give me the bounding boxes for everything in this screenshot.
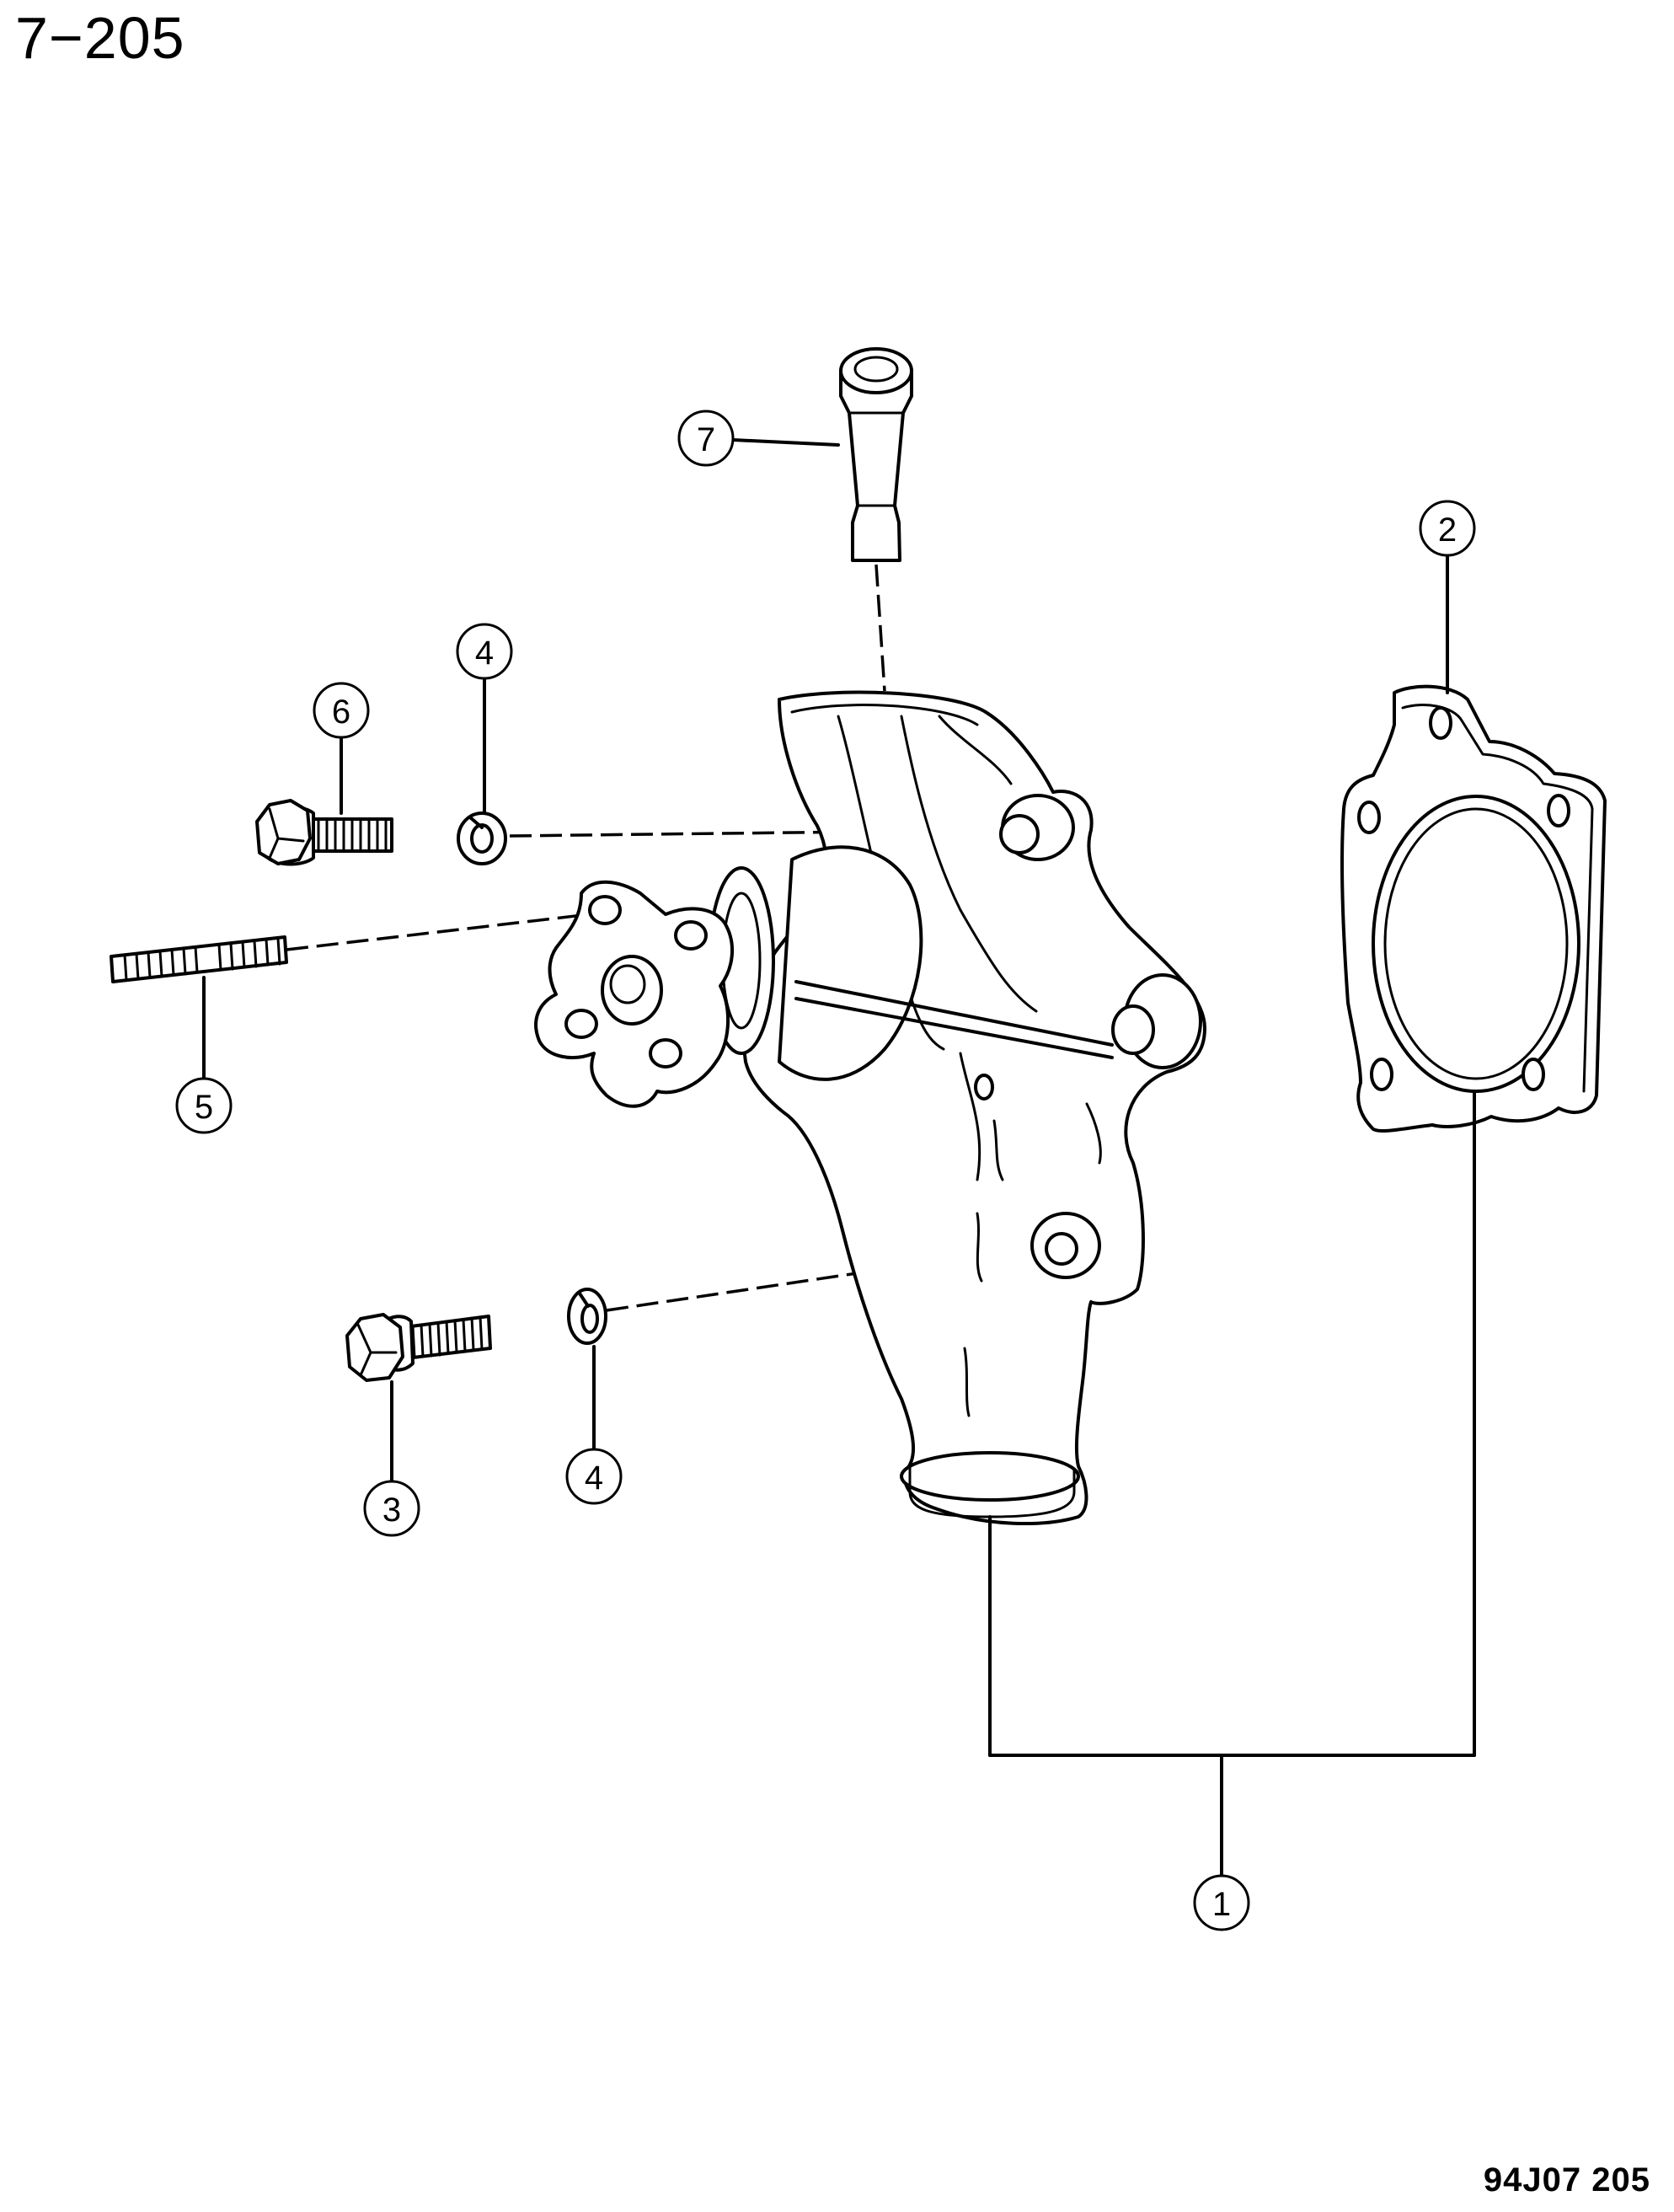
callout-6: 6 xyxy=(313,682,370,739)
part-7-fitting xyxy=(839,347,913,562)
page-code: 7−205 xyxy=(15,5,185,71)
leader-lines xyxy=(202,438,1476,1877)
part-2-gasket xyxy=(1340,684,1607,1133)
callout-2-label: 2 xyxy=(1438,511,1457,549)
callout-3: 3 xyxy=(363,1480,420,1537)
callout-4-lower: 4 xyxy=(565,1448,623,1505)
part-1-water-pump xyxy=(534,690,1206,1526)
part-5-stud xyxy=(110,935,288,983)
part-6-bolt xyxy=(255,799,393,866)
part-4-washer-upper xyxy=(457,811,507,865)
callout-4-upper-label: 4 xyxy=(475,635,494,672)
callout-5-label: 5 xyxy=(195,1089,213,1126)
callout-1-label: 1 xyxy=(1212,1886,1231,1923)
callout-6-label: 6 xyxy=(332,694,350,731)
callout-1: 1 xyxy=(1193,1874,1250,1931)
callout-4-upper: 4 xyxy=(456,623,513,680)
callout-5: 5 xyxy=(175,1077,233,1134)
figure-code: 94J07 205 xyxy=(1483,2161,1650,2199)
callout-3-label: 3 xyxy=(382,1492,401,1529)
callout-7-label: 7 xyxy=(697,421,715,458)
dashed-line-part-7 xyxy=(874,564,886,692)
callout-7: 7 xyxy=(677,410,735,467)
callout-4-lower-label: 4 xyxy=(585,1459,603,1497)
dashed-line-stud xyxy=(286,913,591,951)
part-4-washer-lower xyxy=(567,1288,607,1345)
part-3-bolt xyxy=(345,1313,492,1382)
callout-2: 2 xyxy=(1419,500,1476,557)
